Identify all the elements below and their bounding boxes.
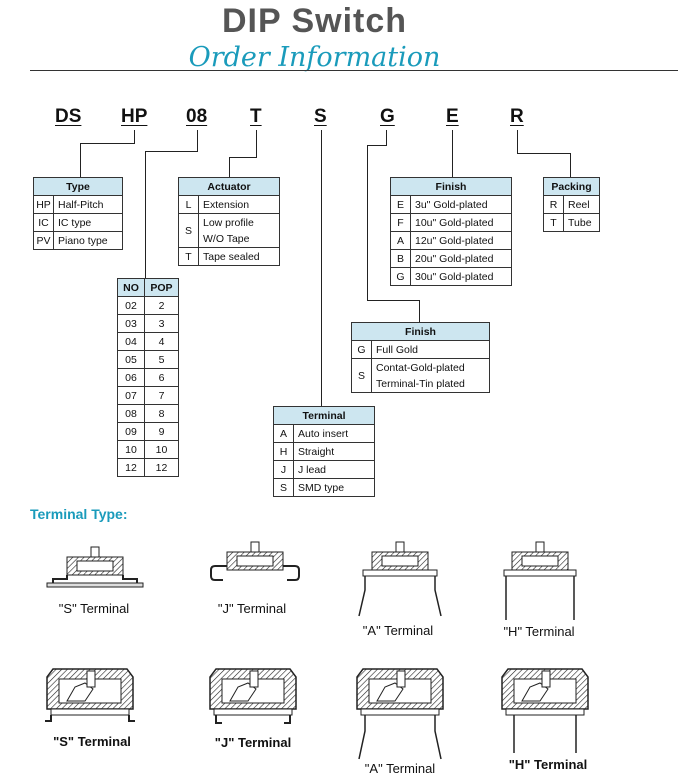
code-finish-contact: G <box>380 106 395 127</box>
s-terminal-outline-drawing <box>46 546 144 588</box>
page-title: DIP Switch <box>221 2 408 40</box>
a-terminal-caption: "A" Terminal <box>362 623 434 638</box>
code-type: HP <box>121 106 148 127</box>
j-terminal-outline-drawing <box>210 541 300 581</box>
title-divider <box>30 70 678 71</box>
code-actuator: T <box>250 106 262 127</box>
h-terminal-caption: "H" Terminal <box>503 624 575 639</box>
code-terminal: S <box>314 106 327 127</box>
a-terminal-section-drawing <box>356 668 444 760</box>
terminal-type-heading: Terminal Type: <box>30 506 128 522</box>
code-finish: E <box>446 106 459 127</box>
j-terminal-caption-bottom: "J" Terminal <box>214 735 292 750</box>
h-terminal-outline-drawing <box>503 541 577 620</box>
page-subtitle: Order Information <box>188 42 441 73</box>
a-terminal-caption-bottom: "A" Terminal <box>364 761 436 776</box>
code-pop: 08 <box>186 106 208 127</box>
code-series: DS <box>55 106 82 127</box>
h-terminal-section-drawing <box>501 668 589 753</box>
a-terminal-outline-drawing <box>358 541 442 617</box>
s-terminal-section-drawing <box>45 668 135 722</box>
j-terminal-section-drawing <box>209 668 297 724</box>
j-terminal-caption: "J" Terminal <box>217 601 287 616</box>
s-terminal-caption-bottom: "S" Terminal <box>53 734 131 749</box>
code-packing: R <box>510 106 524 127</box>
h-terminal-caption-bottom: "H" Terminal <box>508 757 588 772</box>
s-terminal-caption: "S" Terminal <box>58 601 130 616</box>
